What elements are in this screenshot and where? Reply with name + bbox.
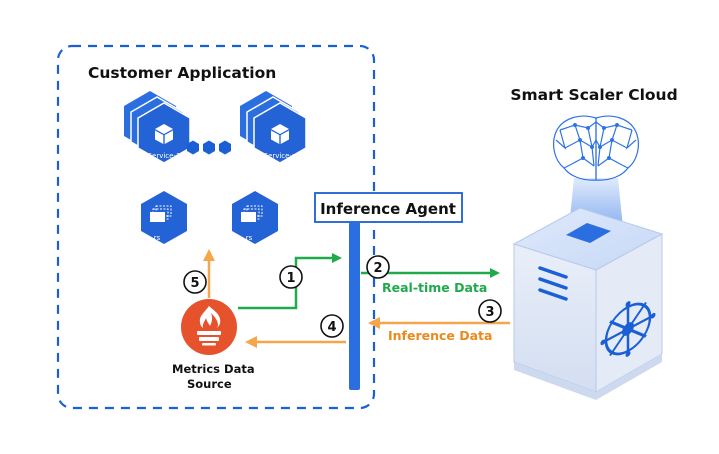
cube-icon [155, 124, 173, 144]
step-5-badge [183, 270, 207, 294]
replicaset-icon [150, 205, 172, 222]
step-2-badge [366, 255, 390, 279]
service-1-stack: Service-1 [124, 91, 191, 164]
replicaset-icon [241, 205, 263, 222]
metrics-source-label-line2: Source [187, 377, 232, 391]
inference-agent-bar [349, 222, 360, 390]
step-1-badge [279, 265, 303, 289]
prometheus-icon [181, 299, 237, 355]
brain-icon [553, 115, 639, 181]
step-4-number: 4 [327, 320, 336, 335]
step-3-badge [478, 299, 502, 323]
smart-scaler-cloud-title: Smart Scaler Cloud [510, 86, 677, 104]
step-1-number: 1 [286, 271, 295, 286]
step-5-number: 5 [190, 276, 199, 291]
step-3-number: 3 [485, 305, 494, 320]
service-1-label: Service-1 [148, 152, 181, 160]
realtime-data-label: Real-time Data [382, 280, 487, 295]
replicaset-2: rs [232, 191, 278, 244]
step-4-badge [320, 314, 344, 338]
inference-data-label: Inference Data [388, 328, 492, 343]
customer-application-title: Customer Application [88, 64, 276, 82]
service-n-label: Service-n [264, 152, 297, 160]
replicaset-1: rs [141, 191, 187, 244]
inference-agent-box [314, 192, 463, 223]
metrics-source-label-line1: Metrics Data [172, 362, 255, 376]
server-icon [512, 207, 664, 400]
step-2-number: 2 [373, 261, 382, 276]
cube-icon [271, 124, 289, 144]
kubernetes-helm-icon [600, 301, 656, 357]
inference-agent-title: Inference Agent [320, 200, 456, 218]
ellipsis-icon [187, 140, 231, 155]
replicaset-1-label: rs [154, 234, 161, 242]
customer-application-boundary [56, 44, 376, 410]
replicaset-2-label: rs [246, 234, 253, 242]
service-n-stack: Service-n [240, 91, 307, 164]
